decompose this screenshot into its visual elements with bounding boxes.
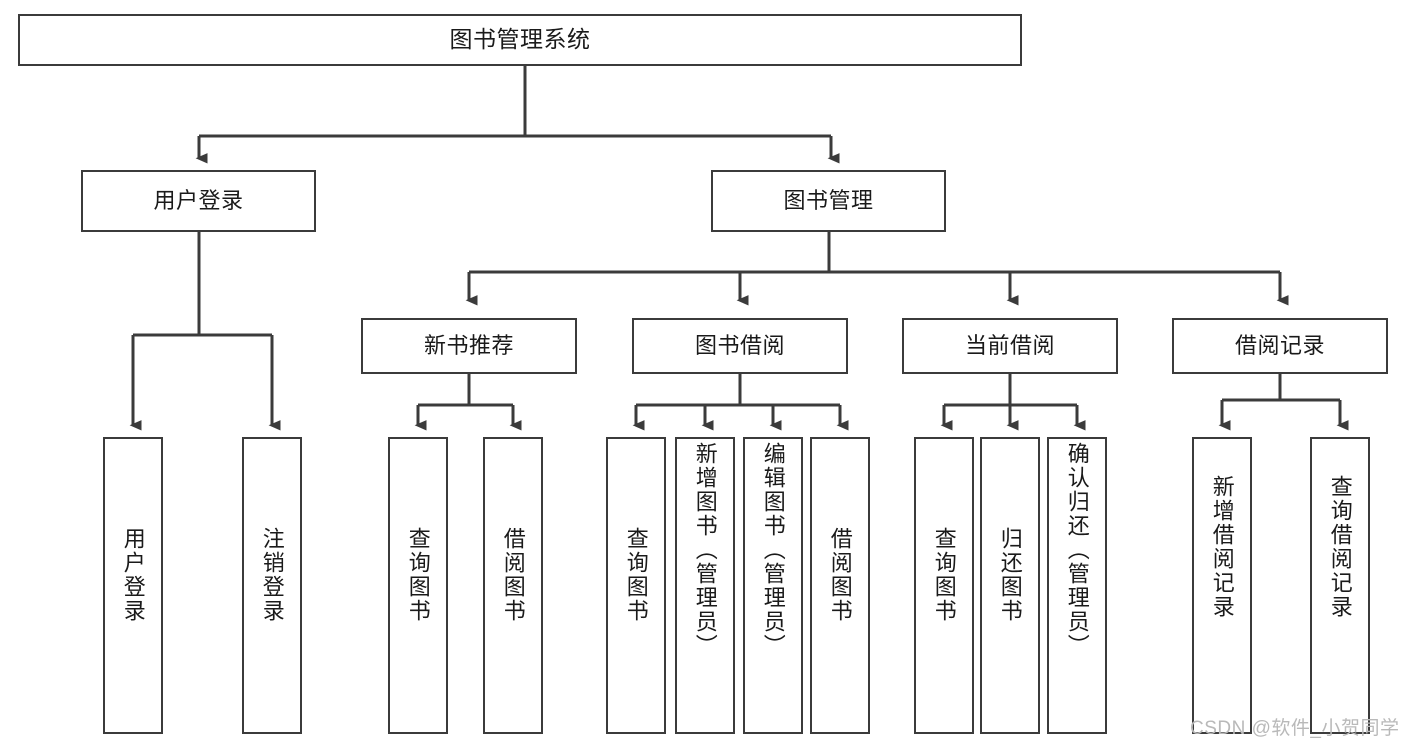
node-label: 编辑图书（管理员）	[760, 442, 786, 658]
node-label: 图书管理系统	[449, 26, 591, 53]
node-label: 新增图书（管理员）	[692, 442, 718, 658]
leaf-confirm-return-admin[interactable]: 确认归还（管理员）	[1047, 437, 1107, 734]
node-book-management[interactable]: 图书管理	[711, 170, 946, 232]
node-label: 确认归还（管理员）	[1064, 442, 1090, 658]
leaf-return-book[interactable]: 归还图书	[980, 437, 1040, 734]
watermark-text: CSDN @软件_小贺同学	[1190, 718, 1400, 739]
node-label: 借阅记录	[1234, 332, 1325, 358]
leaf-borrow-book-borrowing[interactable]: 借阅图书	[810, 437, 870, 734]
leaf-borrow-book-recommendation[interactable]: 借阅图书	[483, 437, 543, 734]
leaf-query-borrowing-record[interactable]: 查询借阅记录	[1310, 437, 1370, 734]
leaf-add-book-admin[interactable]: 新增图书（管理员）	[675, 437, 735, 734]
node-current-borrowing[interactable]: 当前借阅	[902, 318, 1118, 374]
node-book-borrowing[interactable]: 图书借阅	[632, 318, 848, 374]
node-borrowing-record[interactable]: 借阅记录	[1172, 318, 1388, 374]
leaf-add-borrowing-record[interactable]: 新增借阅记录	[1192, 437, 1252, 734]
node-label: 图书管理	[783, 187, 874, 213]
node-label: 当前借阅	[964, 332, 1055, 358]
node-label: 借阅图书	[827, 527, 853, 623]
node-label: 查询图书	[931, 527, 957, 623]
leaf-user-login[interactable]: 用户登录	[103, 437, 163, 734]
node-label: 用户登录	[120, 527, 146, 623]
node-user-login[interactable]: 用户登录	[81, 170, 316, 232]
leaf-query-book-recommendation[interactable]: 查询图书	[388, 437, 448, 734]
node-label: 查询图书	[405, 527, 431, 623]
leaf-query-book-borrowing[interactable]: 查询图书	[606, 437, 666, 734]
node-label: 查询借阅记录	[1327, 475, 1353, 619]
node-label: 新书推荐	[423, 332, 514, 358]
node-label: 归还图书	[997, 527, 1023, 623]
leaf-edit-book-admin[interactable]: 编辑图书（管理员）	[743, 437, 803, 734]
node-label: 注销登录	[259, 527, 285, 623]
node-label: 查询图书	[623, 527, 649, 623]
node-label: 借阅图书	[500, 527, 526, 623]
leaf-query-book-current[interactable]: 查询图书	[914, 437, 974, 734]
node-root-book-management-system[interactable]: 图书管理系统	[18, 14, 1022, 66]
node-label: 图书借阅	[694, 332, 785, 358]
node-label: 新增借阅记录	[1209, 475, 1235, 619]
node-new-book-recommendation[interactable]: 新书推荐	[361, 318, 577, 374]
leaf-logout-login[interactable]: 注销登录	[242, 437, 302, 734]
node-label: 用户登录	[153, 187, 244, 213]
